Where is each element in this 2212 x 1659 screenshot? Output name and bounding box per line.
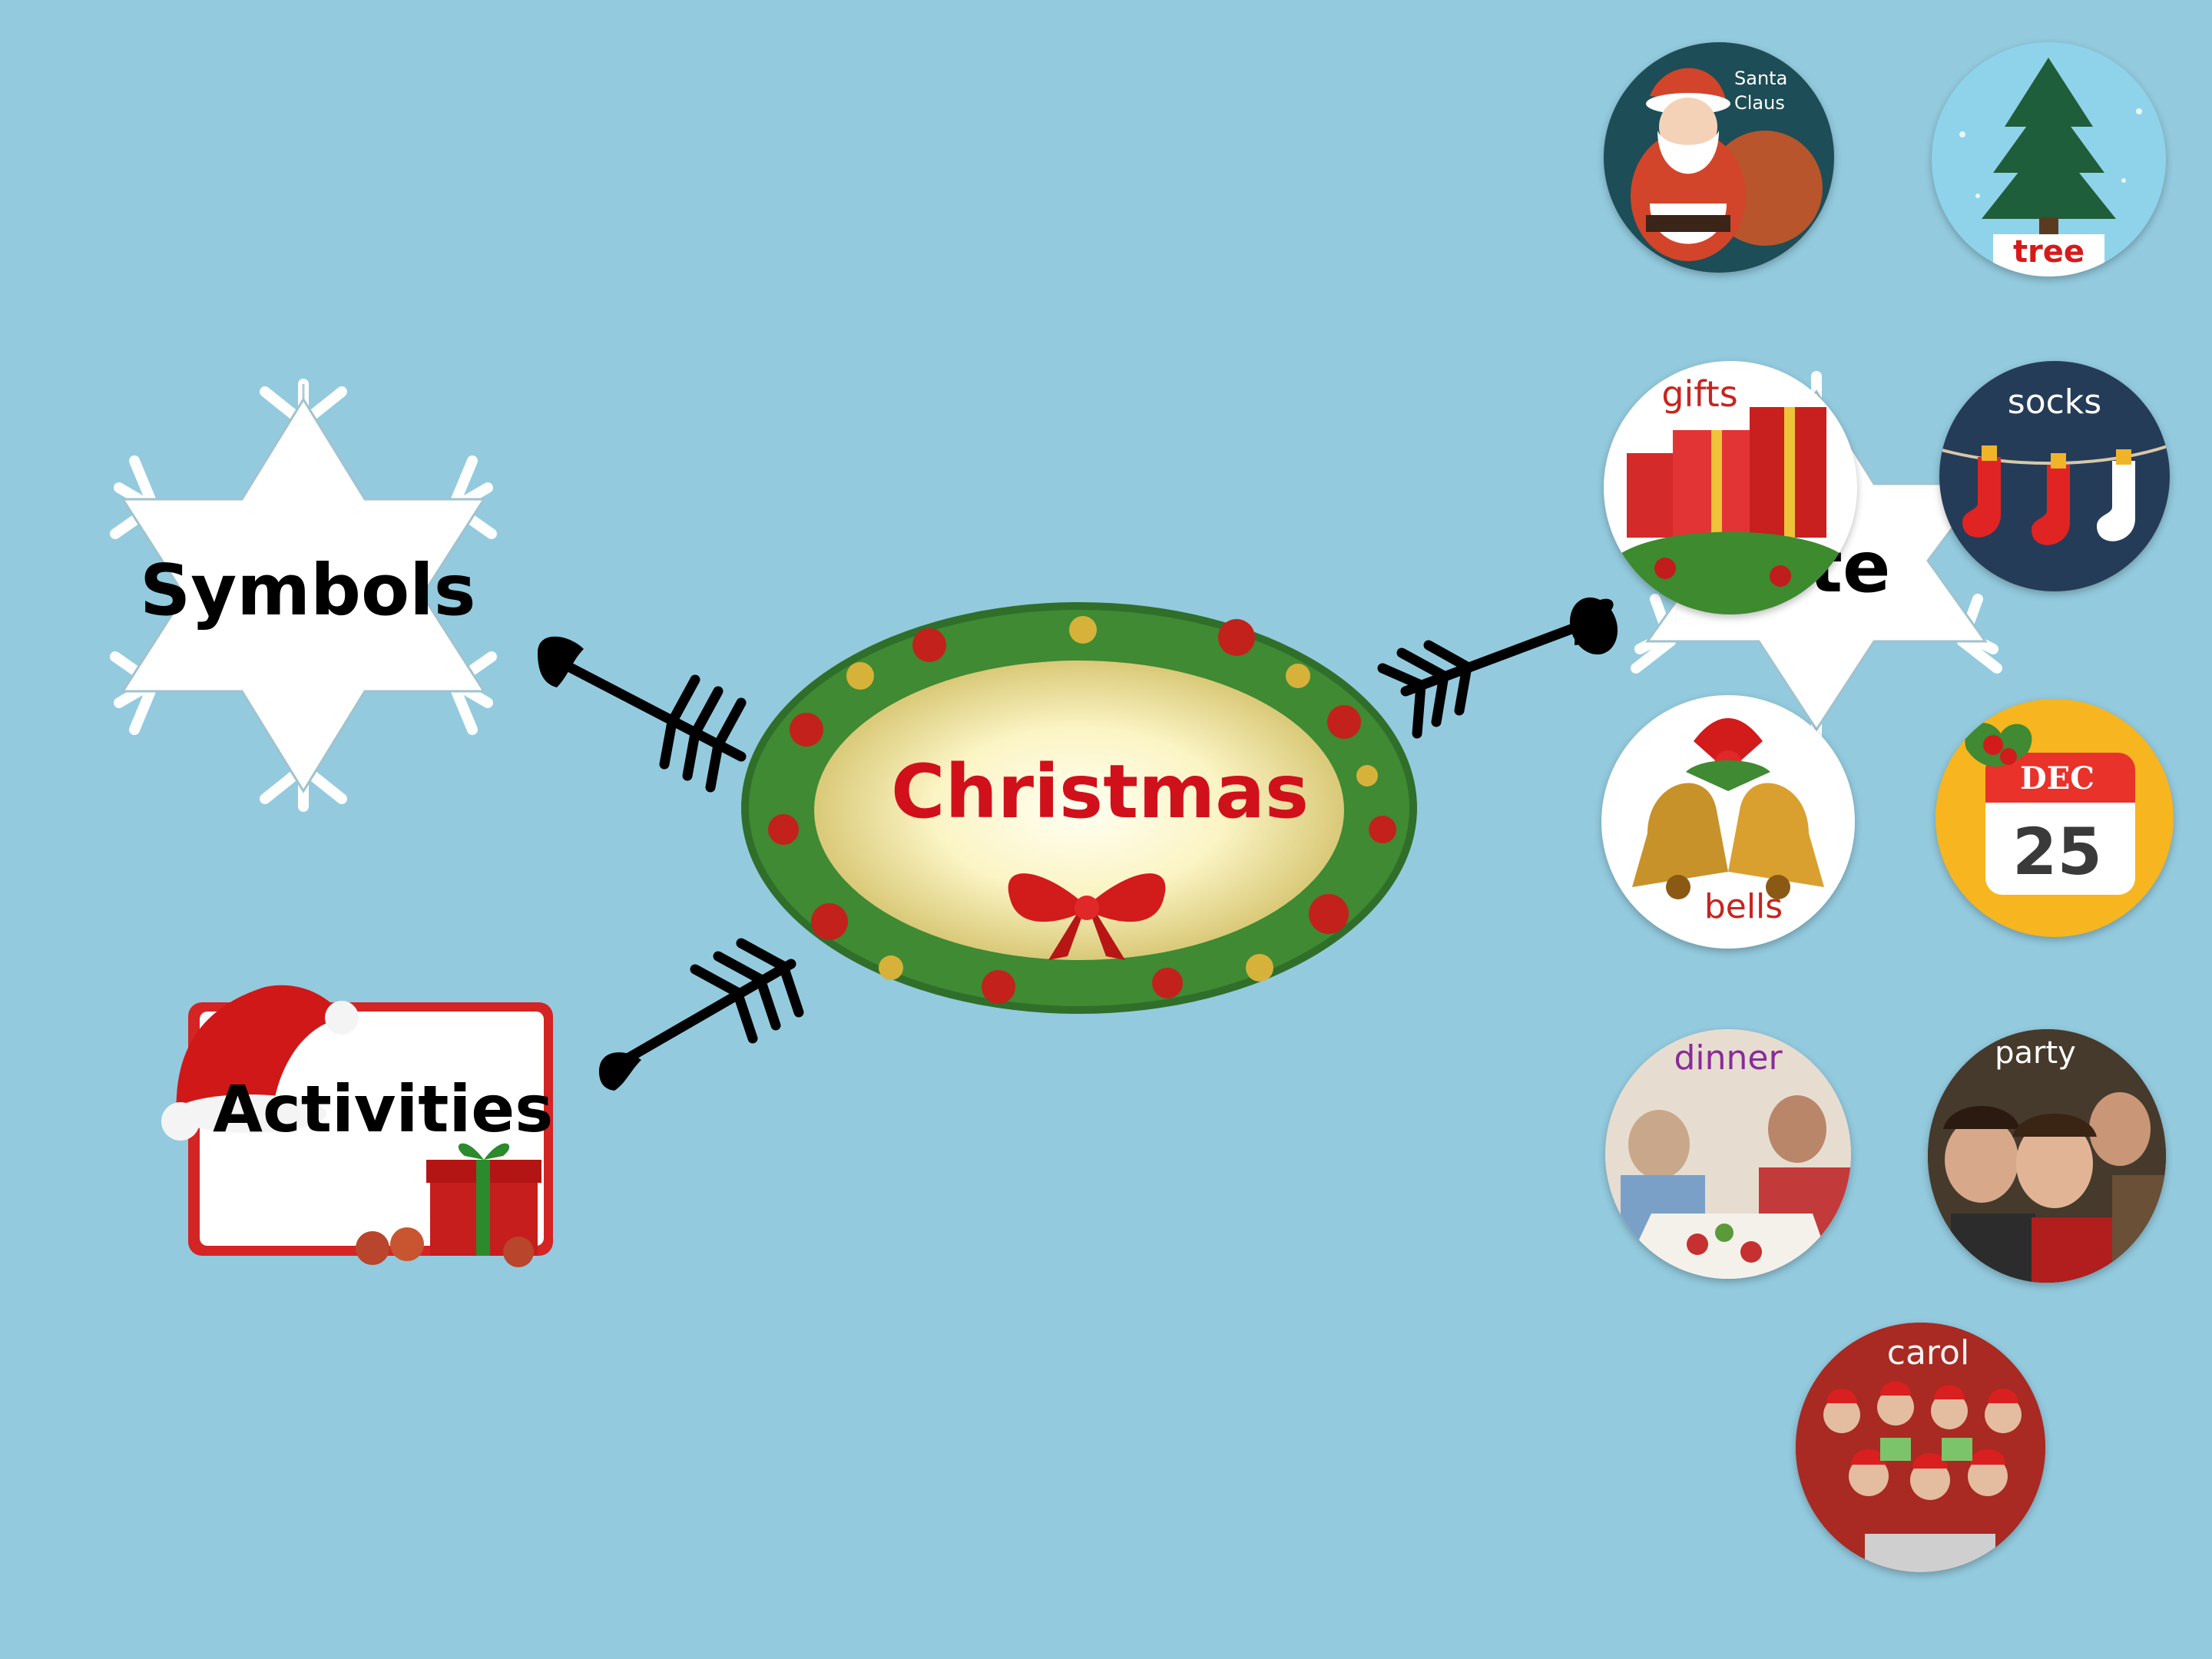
tree-item[interactable]: tree [1932,42,2166,276]
carol-item[interactable]: carol [1796,1323,2045,1572]
arrow-to-symbols [551,655,747,793]
symbols-label: Symbols [140,549,476,631]
bells-label: bells [1704,887,1783,926]
tree-label: tree [2012,234,2085,270]
gifts-icon [1611,407,1849,614]
gifts-item[interactable]: gifts [1604,361,1857,614]
activities-branch[interactable]: Activities [157,964,565,1271]
dinner-photo [1605,1029,1851,1279]
dec25-item[interactable]: DEC 25 [1936,699,2174,937]
activities-label: Activities [213,1071,554,1147]
dec-day-label: 25 [2012,814,2102,889]
calendar-icon [1965,723,2135,895]
bells-item[interactable]: bells [1601,695,1855,949]
dinner-item[interactable]: dinner [1605,1029,1851,1279]
socks-label: socks [2007,382,2102,422]
party-item[interactable]: party [1928,1029,2166,1283]
santa-label-line1: Santa [1734,68,1788,89]
gift-card-icon [161,985,553,1267]
bells-icon [1632,718,1824,899]
tree-icon [1959,58,2142,276]
arrow-to-activities [613,938,804,1069]
carol-photo [1796,1323,2045,1572]
santa-icon [1631,68,1823,261]
snowflake-icon [110,379,497,812]
santa-label-line2: Claus [1734,92,1785,114]
center-node[interactable]: Christmas [737,599,1421,1018]
center-label: Christmas [891,749,1310,835]
dec-month-label: DEC [2020,760,2095,796]
arrow-to-date [1377,617,1595,739]
party-label: party [1995,1035,2076,1071]
santa-claus-item[interactable]: Santa Claus [1604,42,1834,273]
gifts-label: gifts [1661,373,1738,415]
socks-item[interactable]: socks [1939,361,2170,591]
carol-label: carol [1886,1333,1970,1373]
wreath-icon [741,602,1417,1014]
dinner-label: dinner [1674,1038,1783,1078]
bow-icon [1008,873,1166,960]
symbols-branch[interactable]: Symbols [92,376,522,814]
party-photo [1928,1029,2166,1283]
socks-icon [1939,444,2170,545]
